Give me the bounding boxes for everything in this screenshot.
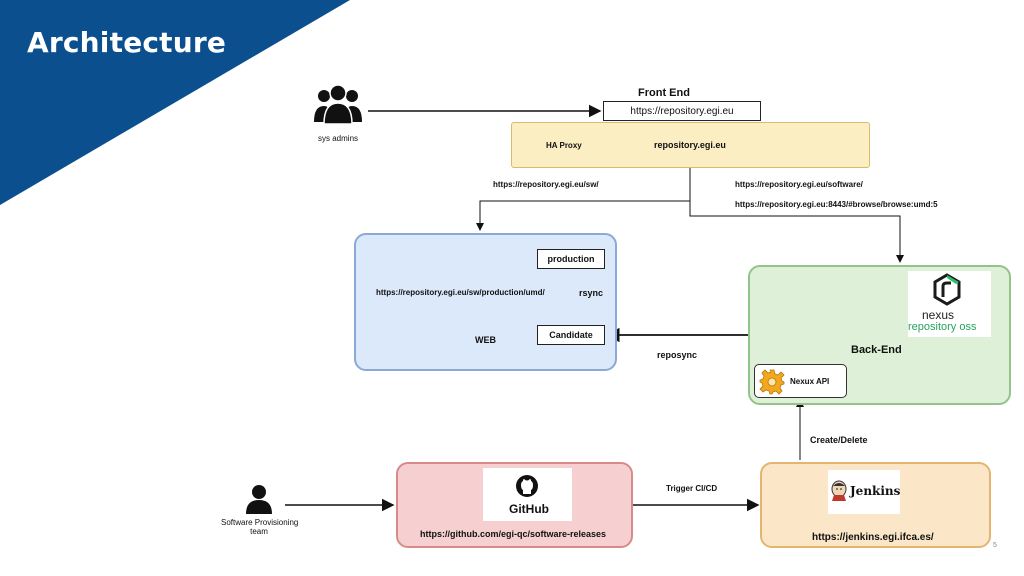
ha-proxy-host: repository.egi.eu [654, 140, 726, 150]
front-end-url: https://repository.egi.eu [630, 105, 734, 117]
nexus-logo: nexus repository oss [908, 271, 991, 337]
team-label: Software Provisioning team [221, 518, 299, 536]
candidate-label: Candidate [549, 330, 593, 340]
nexus-word: nexus [922, 308, 955, 322]
nexus-sub: repository oss [908, 321, 977, 333]
nexus-api-label: Nexux API [790, 377, 830, 386]
nexus-hexagon-icon [933, 273, 961, 306]
trigger-label: Trigger CI/CD [666, 484, 718, 493]
back-end-label: Back-End [851, 344, 902, 356]
team-label-line1: Software Provisioning [221, 518, 299, 527]
jenkins-url: https://jenkins.egi.ifca.es/ [812, 532, 934, 543]
route-sw: https://repository.egi.eu/sw/ [493, 180, 599, 189]
page-number: 5 [993, 542, 997, 549]
nexus-api-box: Nexux API [754, 364, 847, 398]
slide-title: Architecture [27, 26, 227, 59]
front-end-url-box: https://repository.egi.eu [603, 101, 761, 121]
jenkins-logo-text: Jenkins [850, 484, 901, 498]
ha-proxy-label: HA Proxy [546, 141, 582, 150]
sys-admins-label: sys admins [318, 134, 359, 143]
arrow-proxy-to-web [476, 168, 691, 231]
github-url: https://github.com/egi-qc/software-relea… [420, 529, 607, 539]
github-octocat-icon [516, 475, 538, 497]
web-label: WEB [475, 335, 496, 345]
front-end-heading: Front End [638, 87, 690, 99]
sys-admins-icon [314, 84, 362, 125]
route-browse: https://repository.egi.eu:8443/#browse/b… [735, 200, 938, 209]
jenkins-logo: Jenkins [828, 470, 900, 514]
candidate-box: Candidate [537, 325, 605, 345]
ha-proxy-box: HA Proxy repository.egi.eu [511, 122, 870, 168]
gear-icon [759, 369, 785, 395]
github-logo-text: GitHub [509, 502, 549, 516]
rsync-label: rsync [579, 288, 604, 298]
web-path: https://repository.egi.eu/sw/production/… [376, 288, 545, 297]
reposync-label: reposync [657, 350, 698, 360]
person-icon [246, 485, 272, 514]
jenkins-butler-icon [831, 480, 847, 501]
create-delete-label: Create/Delete [810, 435, 868, 445]
production-box: production [537, 249, 605, 269]
arrow-proxy-to-backend [689, 201, 904, 263]
route-software: https://repository.egi.eu/software/ [735, 180, 863, 189]
production-label: production [547, 254, 595, 264]
team-label-line2: team [250, 527, 268, 536]
github-logo: GitHub [483, 468, 572, 521]
